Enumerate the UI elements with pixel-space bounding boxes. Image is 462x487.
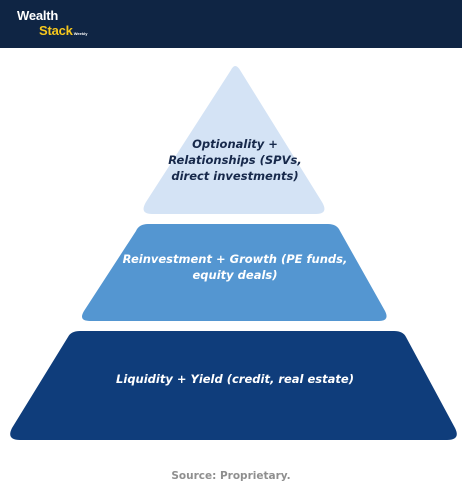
source-note: Source: Proprietary. xyxy=(171,470,291,482)
pyramid-tier-top xyxy=(143,66,325,214)
pyramid-tier-bottom xyxy=(10,331,457,440)
wealthstack-logo[interactable]: Wealth StackWeekly xyxy=(17,9,87,39)
logo-word-weekly: Weekly xyxy=(73,31,88,36)
pyramid-tier-top-label: Optionality + Relationships (SPVs, direc… xyxy=(168,137,302,183)
pyramid-tier-middle-label: Reinvestment + Growth (PE funds, equity … xyxy=(122,252,348,282)
logo-row-2: StackWeekly xyxy=(39,23,87,39)
logo-word-stack: Stack xyxy=(39,23,73,38)
pyramid-tier-bottom-label: Liquidity + Yield (credit, real estate) xyxy=(116,372,354,386)
header-bar: Wealth StackWeekly xyxy=(0,0,462,48)
logo-word-wealth: Wealth xyxy=(17,8,59,23)
pyramid-tier-middle xyxy=(82,224,387,321)
